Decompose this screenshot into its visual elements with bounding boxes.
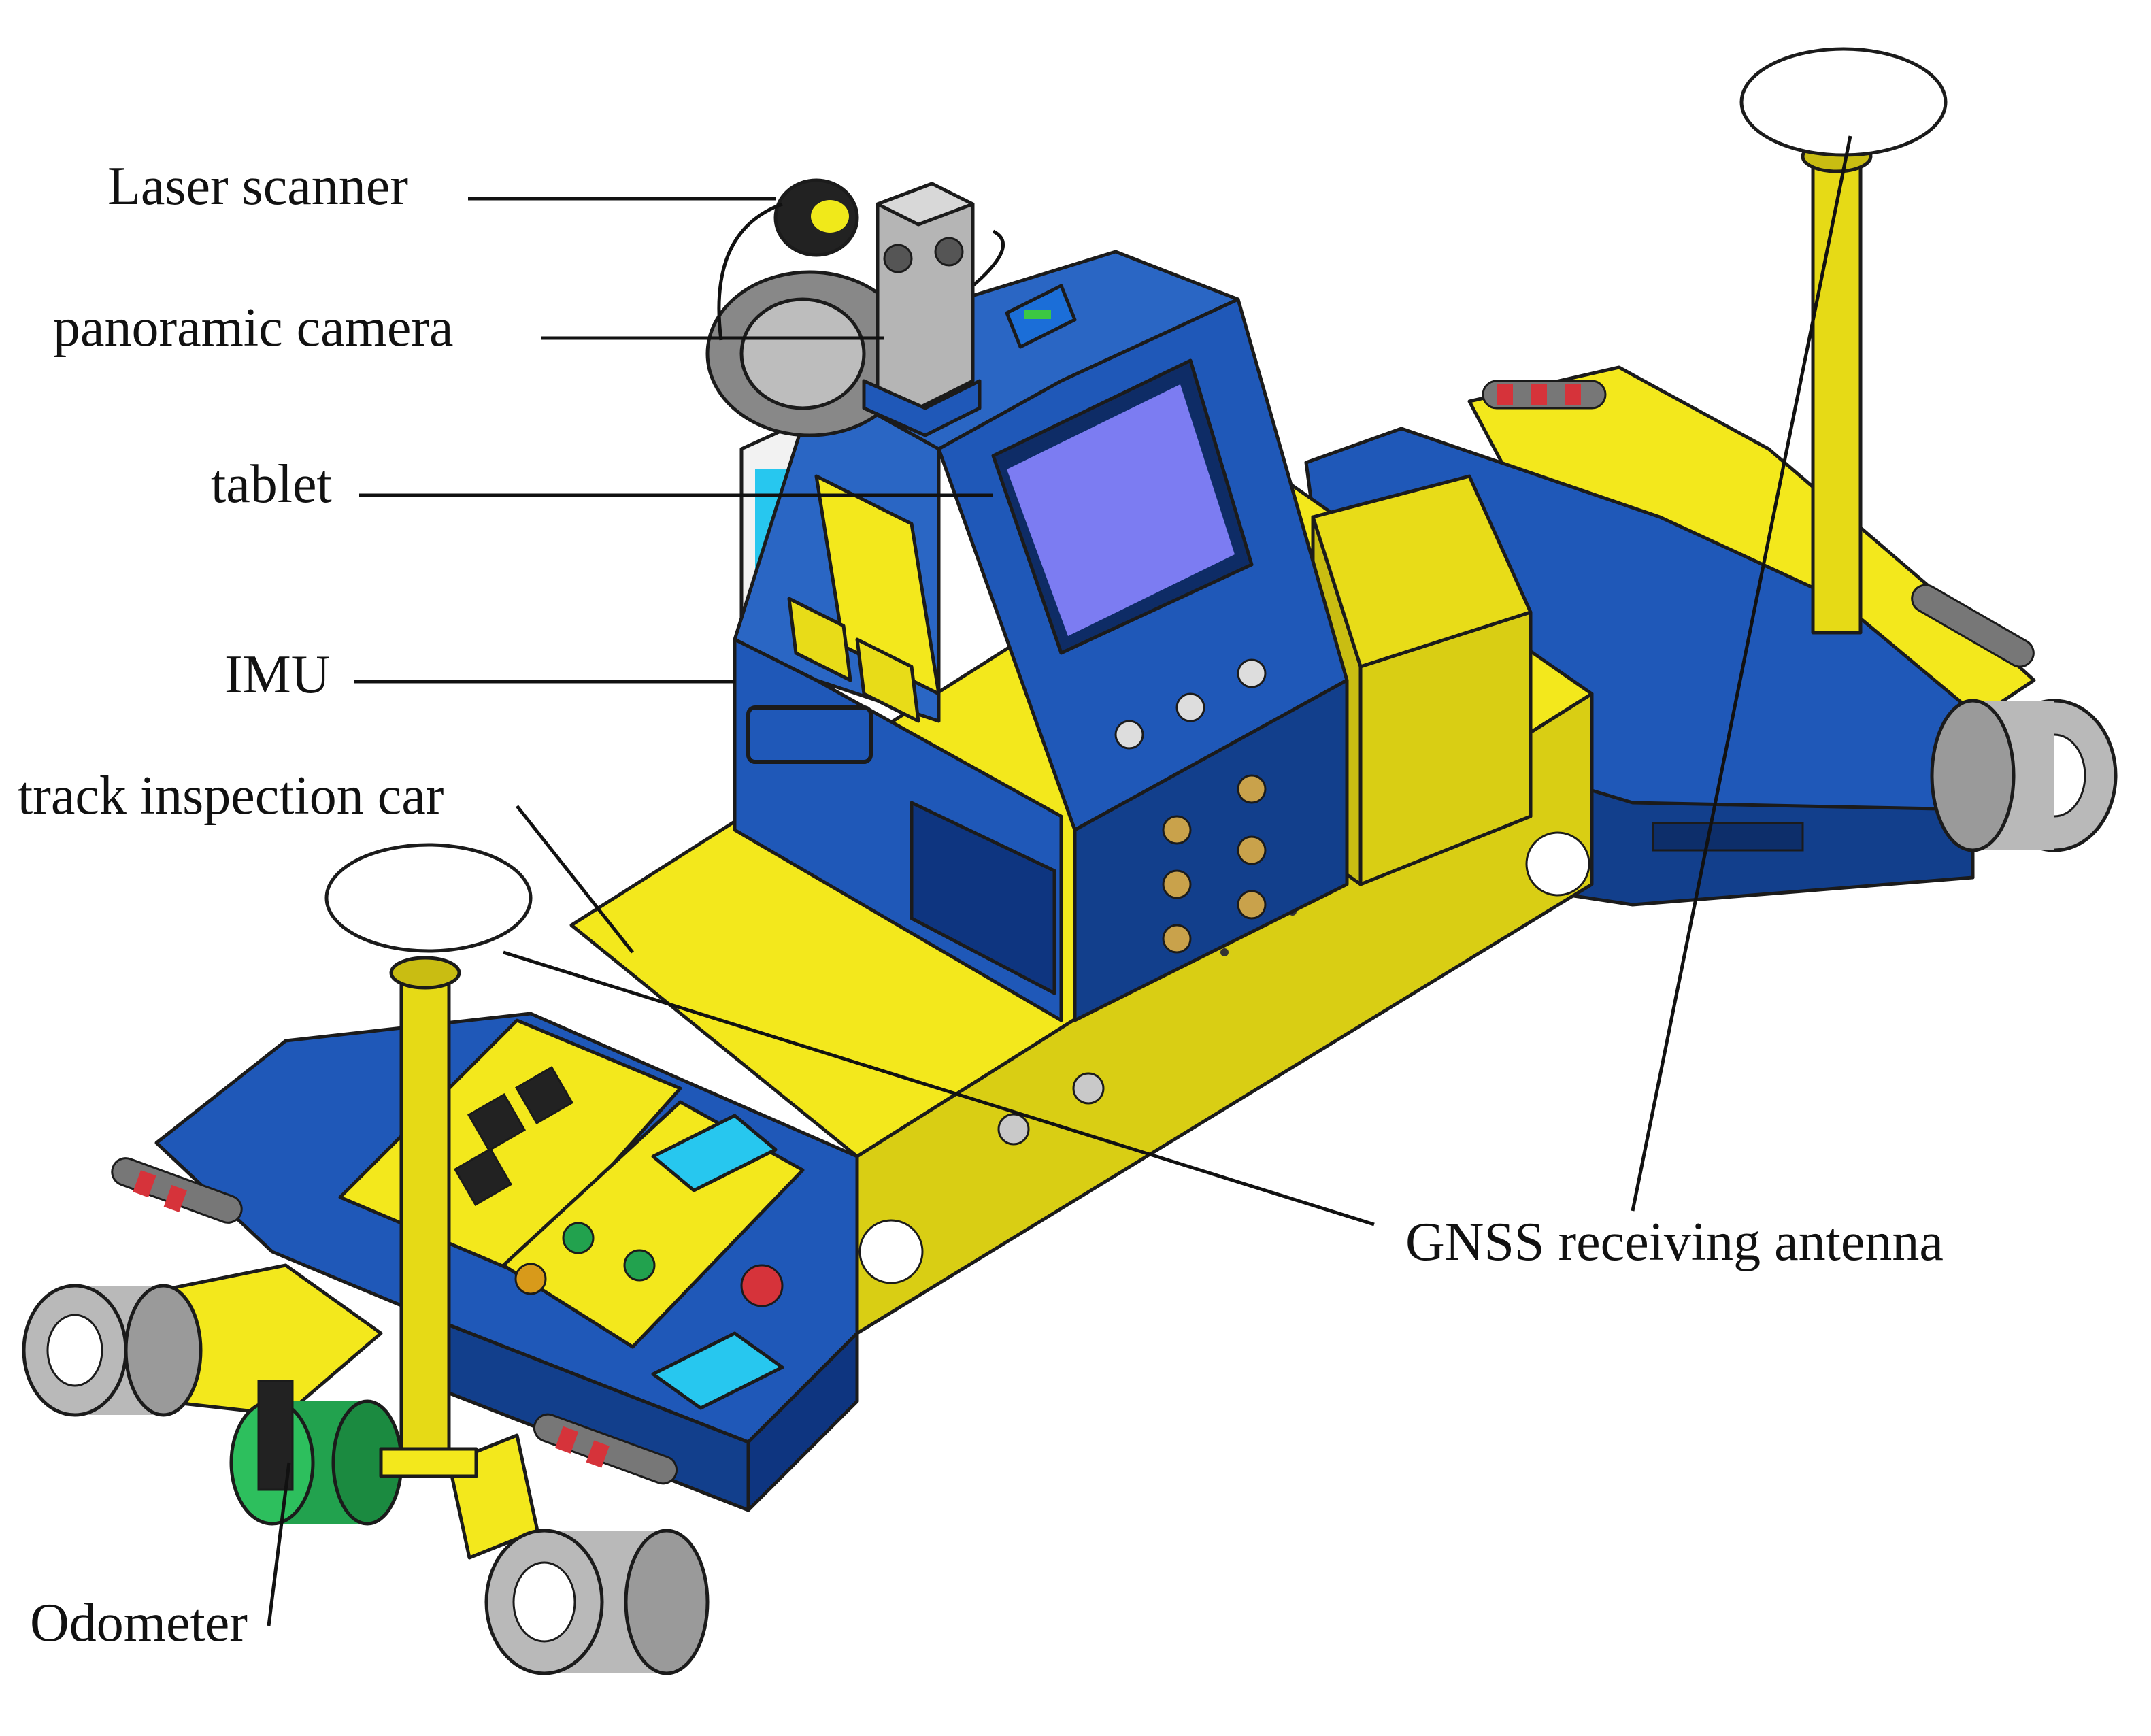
- nameplate: [651, 1331, 784, 1410]
- emergency-stop: [740, 1264, 784, 1307]
- qr-badge-rear: [1525, 831, 1590, 897]
- lcd-display: [651, 1114, 778, 1192]
- callout-labels: Laser scanner panoramic camera tablet IM…: [18, 156, 1944, 1653]
- front-running-gear: [22, 1263, 710, 1675]
- imu-handle: [746, 705, 873, 764]
- front-wing: [111, 1012, 859, 1512]
- green-button-2: [623, 1249, 656, 1282]
- rear-handle-right: [1911, 584, 2035, 668]
- side-connector-2: [1072, 1072, 1105, 1105]
- housing-front-lower: [1073, 678, 1349, 1022]
- antenna-disc-rear: [1739, 47, 1948, 157]
- tablet-screen: [1007, 384, 1235, 636]
- green-button-1: [562, 1222, 595, 1254]
- instrument-housing: [733, 250, 1349, 1022]
- label-tablet: tablet: [211, 454, 332, 514]
- label-imu: IMU: [224, 645, 331, 705]
- housing-connectors: [1162, 774, 1267, 954]
- leader-gnss-front: [503, 950, 1375, 1226]
- antenna-disc-front: [324, 843, 533, 953]
- gnss-antenna-rear: [1739, 47, 1948, 635]
- front-left-roller: [22, 1284, 203, 1417]
- odometer-wheel: [229, 1380, 403, 1526]
- label-panoramic-camera: panoramic camera: [53, 298, 454, 358]
- scanner-camera-assembly: [705, 178, 1077, 437]
- label-gnss-antenna: GNSS receiving antenna: [1405, 1212, 1944, 1272]
- rear-port-panel: [1652, 822, 1804, 852]
- rear-roller: [1930, 699, 2118, 852]
- label-laser-scanner: Laser scanner: [107, 156, 408, 216]
- side-connector-1: [997, 1113, 1030, 1146]
- label-track-inspection-car: track inspection car: [18, 766, 444, 826]
- label-odometer: Odometer: [30, 1593, 248, 1653]
- leader-odometer: [267, 1462, 291, 1626]
- leader-track-inspection-car: [516, 805, 634, 954]
- leader-lines: [267, 135, 1852, 1626]
- antenna-mast-rear: [1811, 154, 1863, 635]
- antenna-mast-front: [399, 971, 451, 1465]
- qr-badge-side: [858, 1219, 924, 1284]
- leader-gnss-rear: [1631, 135, 1852, 1212]
- gnss-antenna-front: [324, 843, 533, 1478]
- orange-button: [514, 1263, 547, 1295]
- front-right-roller: [484, 1529, 710, 1675]
